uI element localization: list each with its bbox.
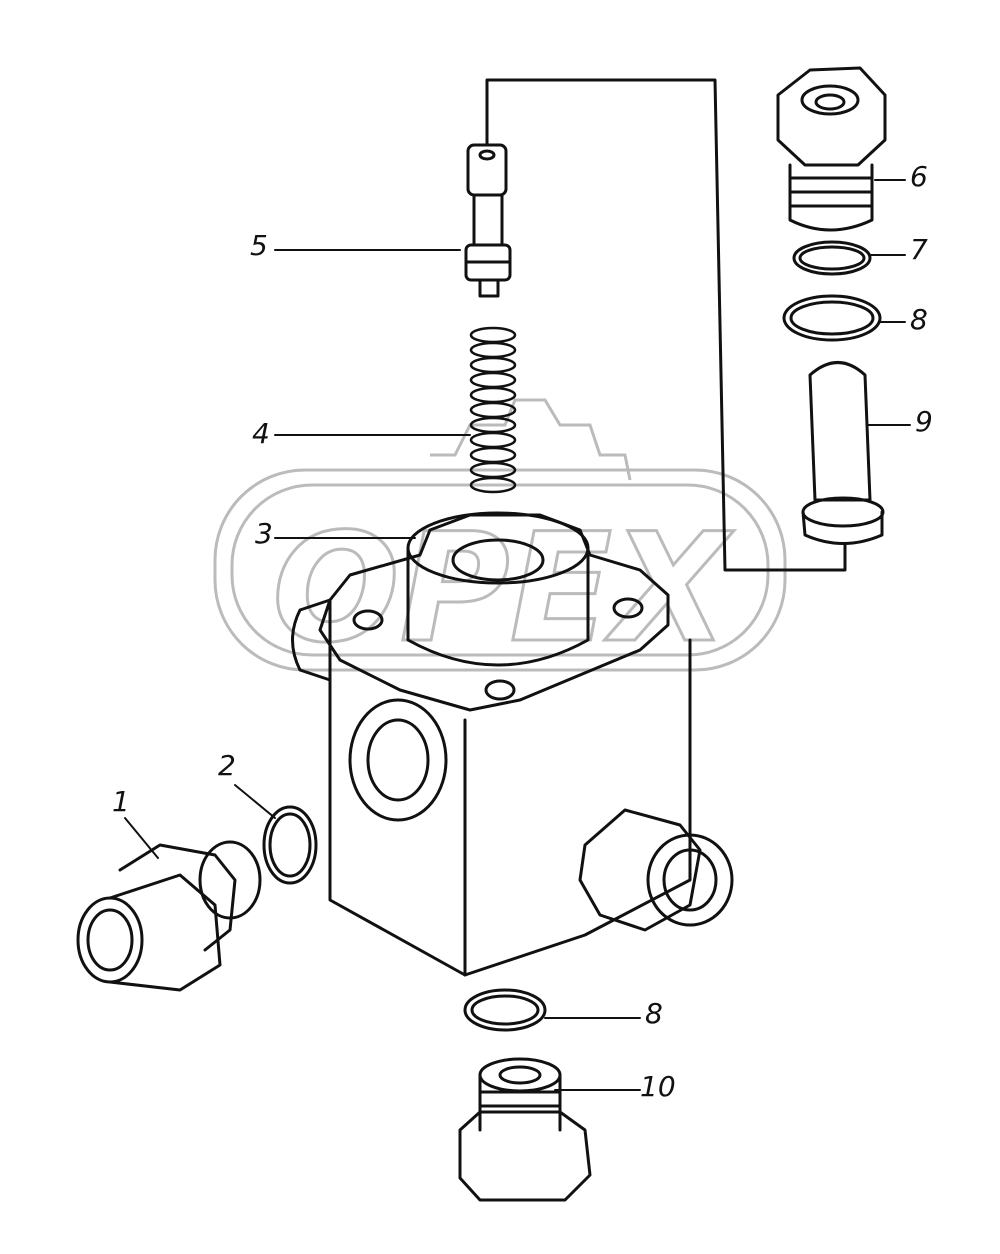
- part-10-plug: [458, 1057, 592, 1202]
- part-8-ring-top: [782, 294, 882, 342]
- callout-3: 3: [255, 517, 273, 550]
- callout-4: 4: [252, 417, 270, 450]
- part-6-nut: [776, 66, 887, 232]
- callout-8-bottom: 8: [645, 997, 663, 1030]
- callout-9: 9: [915, 405, 933, 438]
- callout-10: 10: [640, 1070, 676, 1103]
- part-2-ring: [262, 805, 318, 885]
- part-9-tube: [801, 361, 885, 545]
- leader-2: [234, 784, 276, 819]
- callout-2: 2: [218, 749, 236, 782]
- callout-1: 1: [112, 785, 130, 818]
- part-4-spring: [469, 326, 517, 494]
- connector-line: [485, 78, 847, 572]
- callout-5: 5: [250, 229, 268, 262]
- part-8-ring-bottom: [463, 988, 547, 1032]
- part-5-plunger: [464, 143, 512, 298]
- callout-8-top: 8: [910, 303, 928, 336]
- valve-housing: [291, 511, 734, 977]
- callout-6: 6: [910, 160, 928, 193]
- callout-7: 7: [910, 233, 928, 266]
- leader-1: [124, 817, 159, 859]
- part-1-fitting: [76, 840, 262, 992]
- part-7-ring: [792, 240, 872, 276]
- svg-text:OPEX: OPEX: [272, 502, 734, 676]
